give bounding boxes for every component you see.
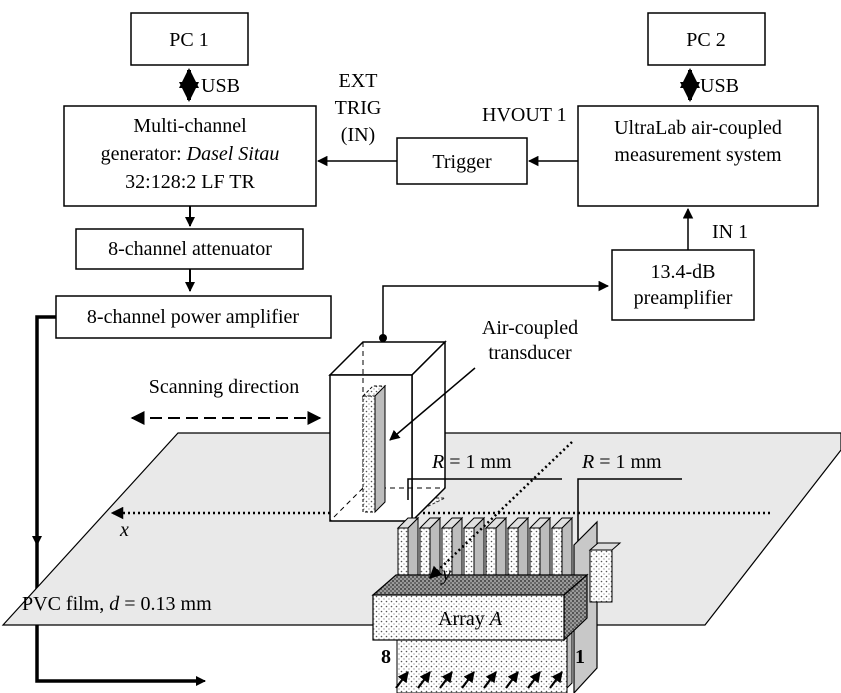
power-amplifier-label: 8-channel power amplifier [87, 306, 299, 328]
usb-right-label: USB [700, 75, 739, 97]
power-amplifier-block: 8-channel power amplifier [55, 295, 332, 339]
trigger-label: Trigger [432, 151, 492, 173]
ext-trig-label-2: TRIG [335, 97, 382, 119]
air-coupled-label-2: transducer [488, 342, 572, 364]
pc2-label: PC 2 [686, 29, 725, 51]
array-feed-wire [549, 671, 563, 689]
amplifier-output-cable [35, 315, 200, 683]
r-right-label: R = 1 mm [581, 451, 662, 473]
array-label: Array A [438, 608, 503, 630]
pc1-block: PC 1 [130, 12, 249, 66]
array-feed-wire [439, 671, 453, 689]
hvout-label: HVOUT 1 [482, 104, 567, 126]
array-feed-wire [417, 671, 431, 689]
y-axis-label: y [440, 563, 451, 585]
array-feed-wire [527, 671, 541, 689]
transducer-pointer-arrow [389, 367, 476, 441]
attenuator-block: 8-channel attenuator [75, 228, 304, 270]
generator-line1: Multi-channel [133, 115, 247, 137]
air-coupled-transducer [328, 340, 447, 523]
ext-trig-label-3: (IN) [341, 124, 375, 146]
generator-line3: 32:128:2 LF TR [125, 171, 255, 193]
preamp-line1: 13.4-dB [651, 261, 716, 283]
pc2-block: PC 2 [647, 12, 766, 66]
air-coupled-label-1: Air-coupled [482, 317, 578, 339]
scanning-direction-label: Scanning direction [149, 376, 300, 398]
generator-block: Multi-channel generator: Dasel Sitau 32:… [63, 105, 317, 207]
array-feed-wire [505, 671, 519, 689]
ultralab-line1: UltraLab air-coupled [614, 117, 782, 139]
array-wires [395, 671, 563, 689]
pvc-film-label: PVC film, d = 0.13 mm [22, 593, 212, 615]
array-feed-wire [483, 671, 497, 689]
generator-line2: generator: Dasel Sitau [101, 143, 280, 165]
pc1-label: PC 1 [169, 29, 208, 51]
trigger-block: Trigger [396, 137, 528, 185]
array-feed-wire [395, 671, 409, 689]
ultralab-line2: measurement system [614, 144, 782, 166]
ultralab-block: UltraLab air-coupled measurement system [577, 105, 819, 207]
x-axis-label: x [119, 519, 129, 541]
array-feed-wire [461, 671, 475, 689]
transducer-to-preamp-cable [382, 280, 610, 336]
element-8-label: 8 [381, 646, 391, 668]
attenuator-label: 8-channel attenuator [108, 238, 272, 260]
cable-connector-dot [379, 334, 387, 342]
ext-trig-label-1: EXT [339, 70, 378, 92]
preamplifier-block: 13.4-dB preamplifier [611, 249, 755, 321]
preamp-line2: preamplifier [634, 287, 733, 309]
r-left-leader [407, 478, 562, 500]
r-right-leader [577, 478, 682, 545]
element-1-label: 1 [575, 646, 585, 668]
usb-left-label: USB [201, 75, 240, 97]
in1-label: IN 1 [712, 221, 748, 243]
r-left-label: R = 1 mm [431, 451, 512, 473]
